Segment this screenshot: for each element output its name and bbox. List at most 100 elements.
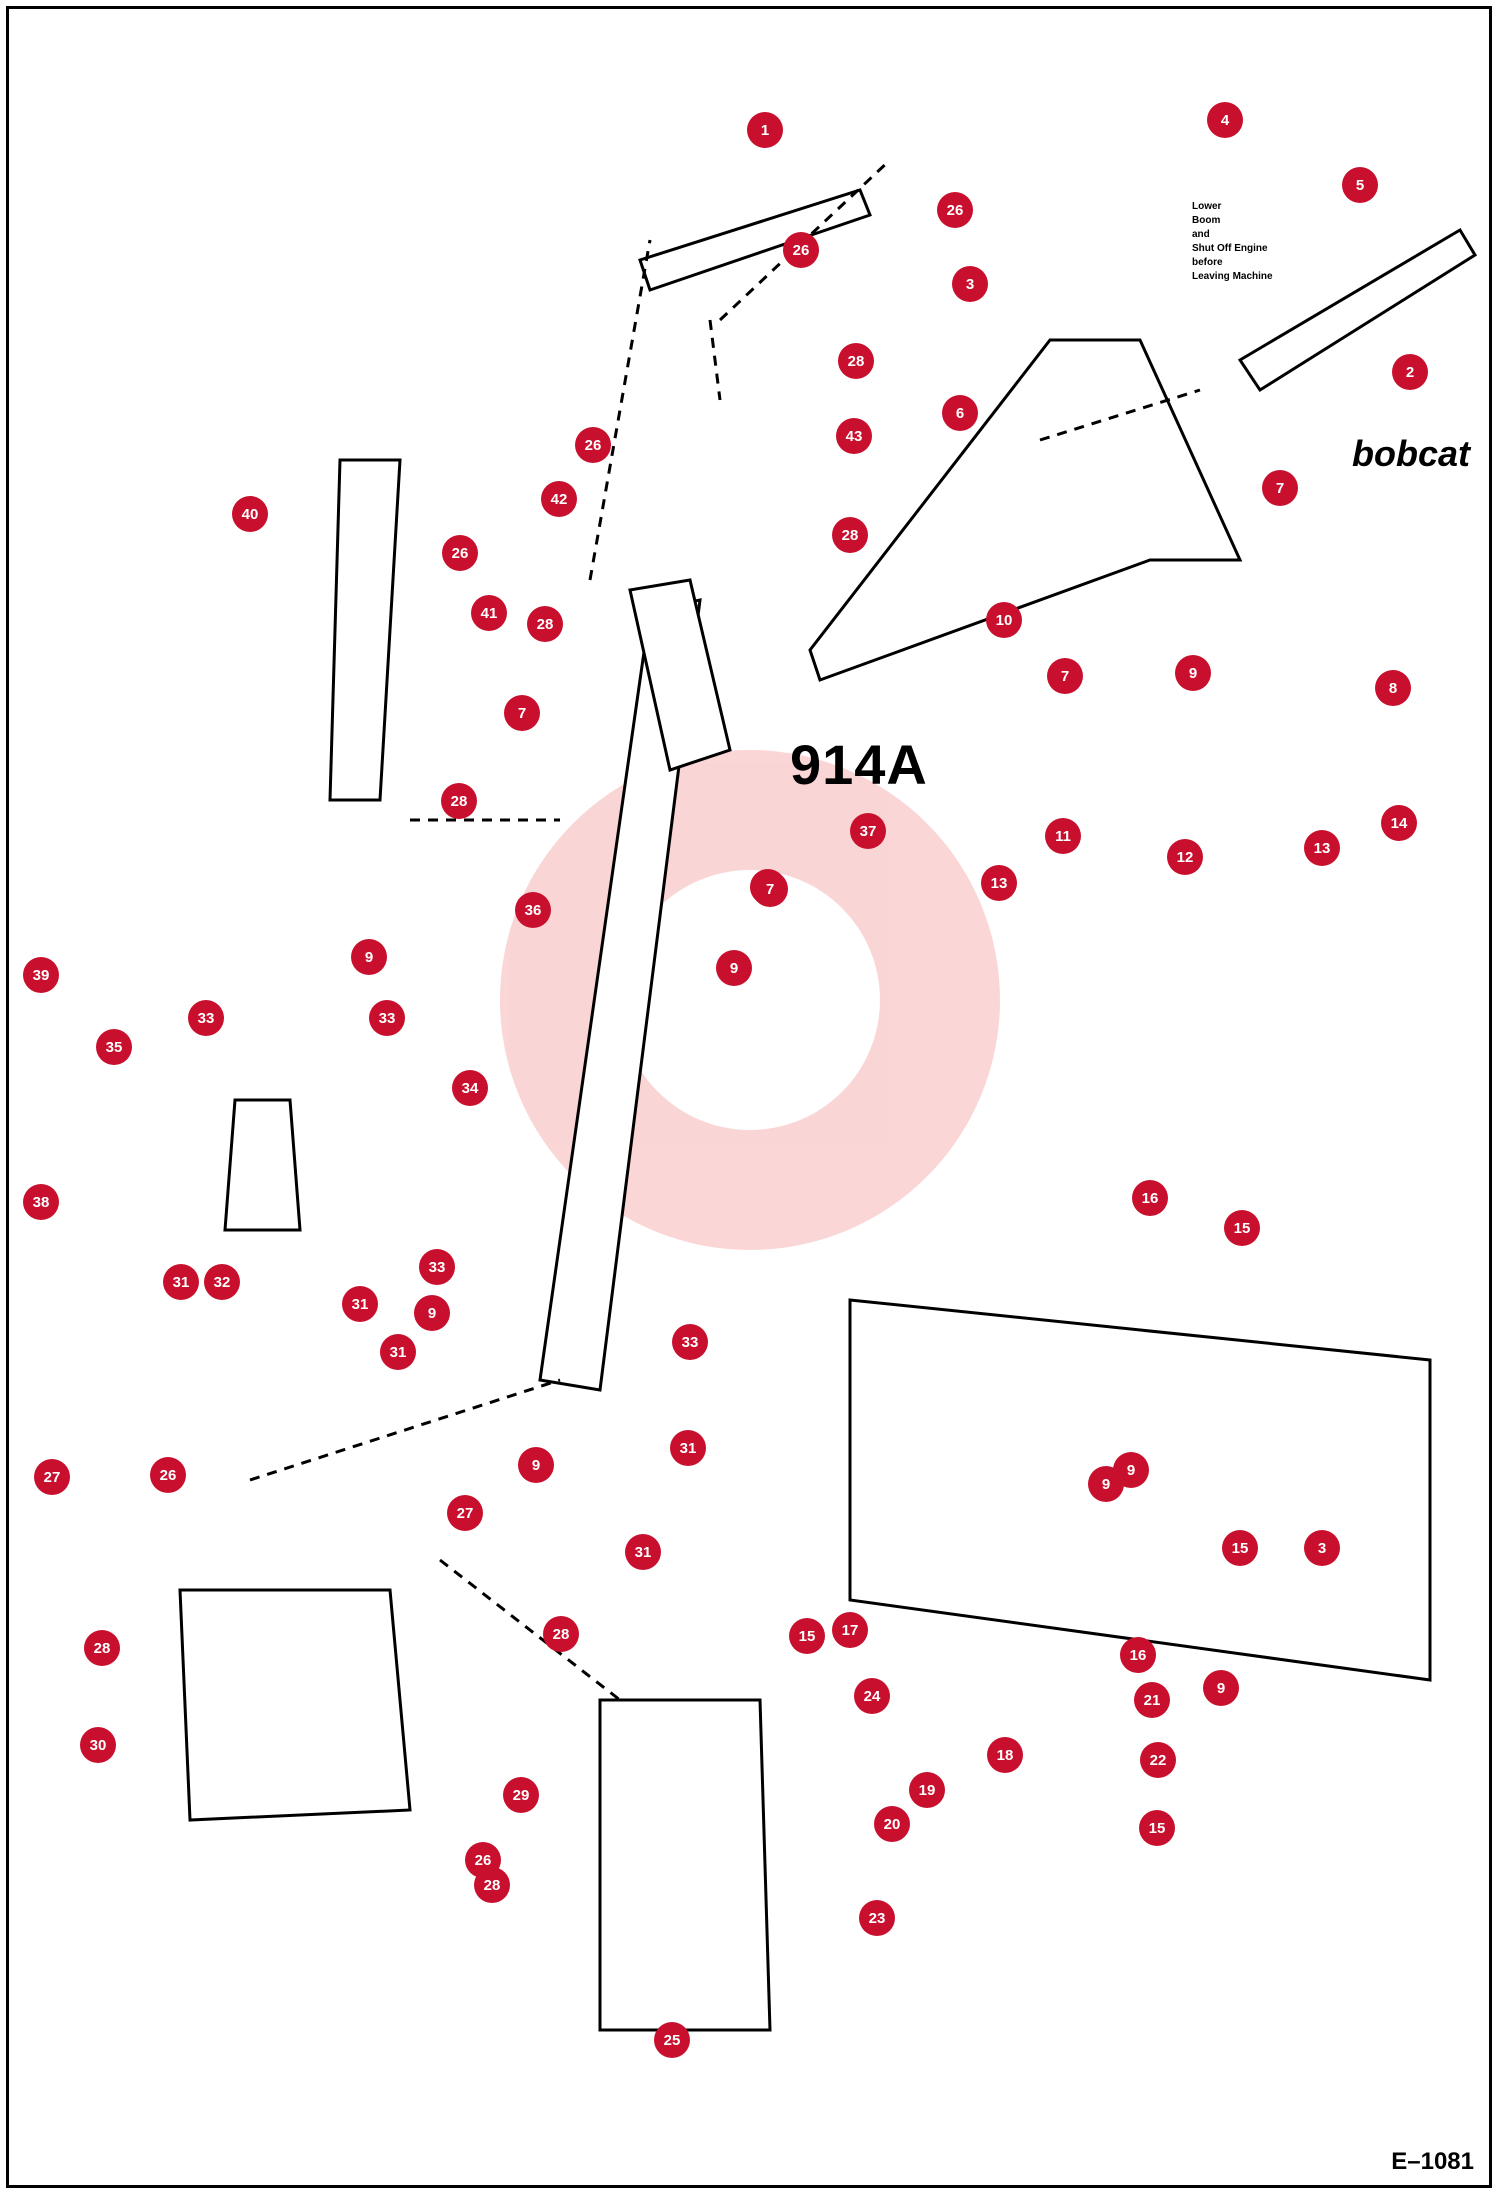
callout-marker <box>986 602 1022 638</box>
callout-13: 13 <box>1304 830 1340 866</box>
callout-marker <box>504 695 540 731</box>
callout-19: 19 <box>909 1772 945 1808</box>
callout-number: 28 <box>94 1640 111 1657</box>
callout-marker <box>1139 1810 1175 1846</box>
warning-line: Boom <box>1192 215 1221 226</box>
callout-number: 19 <box>919 1782 936 1799</box>
callout-number: 9 <box>1127 1462 1135 1479</box>
callout-marker <box>369 1000 405 1036</box>
callout-marker <box>981 865 1017 901</box>
callout-number: 9 <box>1217 1680 1225 1697</box>
callout-marker <box>1047 658 1083 694</box>
callout-7: 7 <box>1262 470 1298 506</box>
callout-marker <box>874 1806 910 1842</box>
callout-39: 39 <box>23 957 59 993</box>
callout-number: 33 <box>198 1010 215 1027</box>
callout-41: 41 <box>471 595 507 631</box>
callout-11: 11 <box>1045 818 1081 854</box>
callout-number: 18 <box>997 1747 1014 1764</box>
callout-26: 26 <box>575 427 611 463</box>
callout-marker <box>832 517 868 553</box>
callout-number: 36 <box>525 902 542 919</box>
callout-marker <box>204 1264 240 1300</box>
callout-marker <box>747 112 783 148</box>
callout-marker <box>789 1618 825 1654</box>
callout-number: 23 <box>869 1910 886 1927</box>
callout-22: 22 <box>1140 1742 1176 1778</box>
callout-31: 31 <box>670 1430 706 1466</box>
callout-marker <box>1113 1452 1149 1488</box>
callout-9: 9 <box>351 939 387 975</box>
callout-number: 11 <box>1055 828 1071 845</box>
callout-marker <box>515 892 551 928</box>
callout-marker <box>452 1070 488 1106</box>
callout-9: 9 <box>716 950 752 986</box>
callout-number: 15 <box>1149 1820 1166 1837</box>
callout-number: 28 <box>537 616 554 633</box>
callout-number: 22 <box>1150 1752 1167 1769</box>
callout-number: 9 <box>1102 1476 1110 1493</box>
callout-7: 7 <box>1047 658 1083 694</box>
callout-number: 9 <box>365 949 373 966</box>
callout-marker <box>96 1029 132 1065</box>
callout-31: 31 <box>625 1534 661 1570</box>
callout-37: 37 <box>850 813 886 849</box>
callout-26: 26 <box>783 232 819 268</box>
callout-number: 3 <box>1318 1540 1326 1557</box>
callout-marker <box>575 427 611 463</box>
callout-marker <box>474 1867 510 1903</box>
callout-marker <box>987 1737 1023 1773</box>
callout-marker <box>1175 655 1211 691</box>
warning-decal: Lower Boom and Shut Off Engine before Le… <box>1192 200 1332 284</box>
callout-42: 42 <box>541 481 577 517</box>
callout-marker <box>1045 818 1081 854</box>
callout-33: 33 <box>672 1324 708 1360</box>
callout-marker <box>380 1334 416 1370</box>
callout-29: 29 <box>503 1777 539 1813</box>
callout-marker <box>442 535 478 571</box>
callout-number: 41 <box>481 605 498 622</box>
callout-number: 28 <box>842 527 859 544</box>
callout-number: 27 <box>457 1505 474 1522</box>
warning-line: Leaving Machine <box>1192 271 1273 282</box>
callout-marker <box>1381 805 1417 841</box>
callout-marker <box>1392 354 1428 390</box>
callout-20: 20 <box>874 1806 910 1842</box>
callout-17: 17 <box>832 1612 868 1648</box>
callout-number: 26 <box>160 1467 177 1484</box>
callout-marker <box>34 1459 70 1495</box>
callout-15: 15 <box>789 1618 825 1654</box>
callout-2: 2 <box>1392 354 1428 390</box>
callout-9: 9 <box>1203 1670 1239 1706</box>
callout-marker <box>832 1612 868 1648</box>
callout-number: 28 <box>484 1877 501 1894</box>
callout-number: 39 <box>33 967 50 984</box>
callout-marker <box>1120 1637 1156 1673</box>
callout-43: 43 <box>836 418 872 454</box>
drawing-lines <box>178 158 1478 2032</box>
callout-marker <box>909 1772 945 1808</box>
callout-marker <box>447 1495 483 1531</box>
callout-number: 31 <box>680 1440 697 1457</box>
callout-number: 33 <box>682 1334 699 1351</box>
callout-marker <box>150 1457 186 1493</box>
callout-number: 40 <box>242 506 259 523</box>
callout-marker <box>942 395 978 431</box>
callout-18: 18 <box>987 1737 1023 1773</box>
callout-marker <box>937 192 973 228</box>
callout-number: 31 <box>173 1274 190 1291</box>
callout-8: 8 <box>1375 670 1411 706</box>
callout-number: 7 <box>1276 480 1284 497</box>
callout-23: 23 <box>859 1900 895 1936</box>
callout-marker <box>716 950 752 986</box>
callout-number: 12 <box>1177 849 1194 866</box>
callout-number: 3 <box>966 276 974 293</box>
callout-number: 1 <box>761 122 769 139</box>
callout-9: 9 <box>1175 655 1211 691</box>
callout-number: 20 <box>884 1816 901 1833</box>
callout-26: 26 <box>937 192 973 228</box>
callout-number: 7 <box>518 705 526 722</box>
callout-marker <box>1224 1210 1260 1246</box>
callout-number: 34 <box>462 1080 479 1097</box>
